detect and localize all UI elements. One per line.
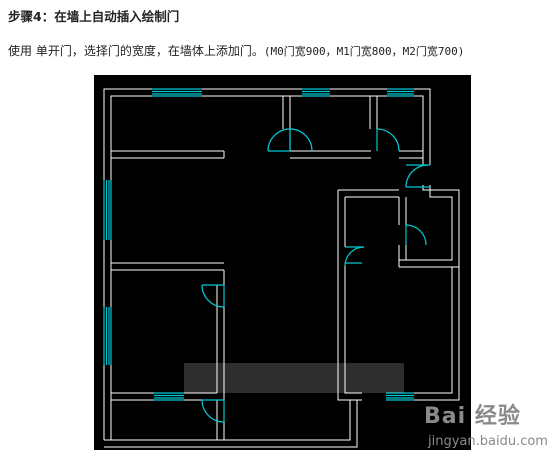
door-top-middle bbox=[289, 128, 313, 152]
watermark-url: jingyan.baidu.com bbox=[428, 434, 548, 449]
door-width-spec: (M0门宽900，M1门宽800，M2门宽700) bbox=[263, 45, 465, 58]
door-right-corridor bbox=[405, 164, 430, 188]
wall bbox=[104, 400, 358, 448]
window-top-left bbox=[152, 88, 202, 97]
window-bottom-right bbox=[386, 392, 414, 401]
window-top-middle bbox=[302, 88, 330, 97]
wall bbox=[104, 400, 351, 441]
wall bbox=[414, 267, 460, 401]
door-bathroom bbox=[405, 224, 427, 246]
doors bbox=[201, 128, 430, 423]
door-top-right bbox=[376, 128, 400, 152]
step-description: 使用 单开门，选择门的宽度，在墙体上添加门。(M0门宽900，M1门宽800，M… bbox=[8, 42, 464, 59]
wall bbox=[344, 270, 362, 394]
window-bottom-left bbox=[154, 392, 184, 401]
overlay-artifact bbox=[184, 363, 404, 393]
door-top-left bbox=[267, 128, 291, 152]
windows bbox=[103, 88, 414, 401]
outer-wall-inner bbox=[110, 95, 424, 440]
wall bbox=[337, 270, 362, 401]
wall bbox=[399, 185, 453, 261]
window-left-upper bbox=[103, 180, 112, 240]
door-bottom bbox=[201, 399, 225, 423]
baidu-jingyan-watermark: Bai 经验 jingyan.baidu.com bbox=[420, 398, 550, 460]
window-top-right bbox=[387, 88, 414, 97]
window-left-lower bbox=[103, 307, 112, 365]
wall bbox=[414, 267, 453, 394]
outer-wall bbox=[103, 88, 431, 440]
wall bbox=[399, 185, 460, 268]
cad-floor-plan bbox=[94, 75, 471, 450]
watermark-brand: Bai 经验 bbox=[424, 404, 521, 429]
description-text: 使用 单开门，选择门的宽度，在墙体上添加门。 bbox=[8, 44, 264, 58]
step-title: 步骤4：在墙上自动插入绘制门 bbox=[8, 9, 180, 24]
floor-plan-drawing bbox=[103, 88, 460, 448]
door-bedroom-left bbox=[201, 284, 225, 308]
door-center bbox=[344, 246, 365, 267]
